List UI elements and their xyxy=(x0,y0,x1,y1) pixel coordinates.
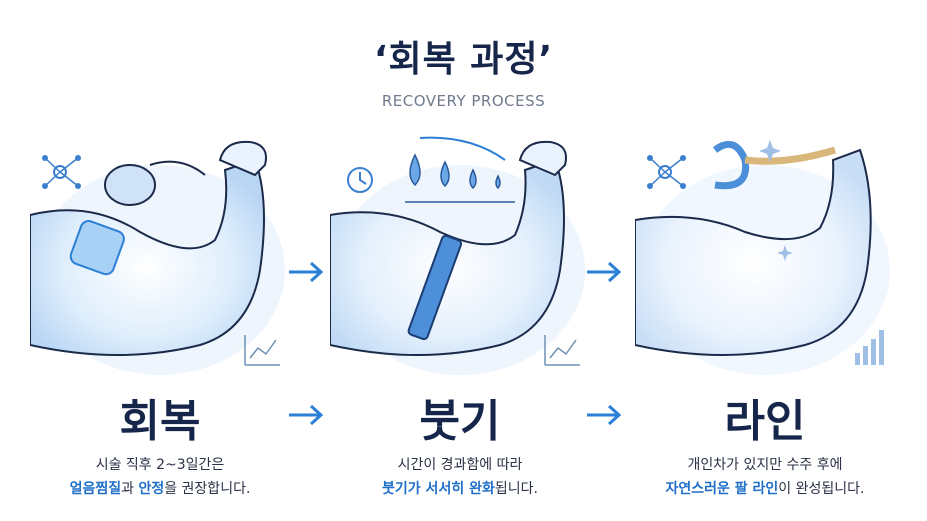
step-1-line1: 시술 직후 2~3일간은 xyxy=(95,457,225,473)
step-3-line1: 개인차가 있지만 수주 후에 xyxy=(687,457,843,473)
clock-icon xyxy=(347,167,373,193)
cold-gel-pad-icon xyxy=(69,220,125,276)
step-3-description: 개인차가 있지만 수주 후에 자연스러운 팔 라인이 완성됩니다. xyxy=(615,453,915,501)
step-3-highlight-1: 자연스러운 팔 라인 xyxy=(665,481,779,497)
arrow-right-icon xyxy=(587,261,622,283)
step-2-line1: 시간이 경과함에 따라 xyxy=(397,457,523,473)
step-1-description: 시술 직후 2~3일간은 얼음찜질과 안정을 권장합니다. xyxy=(10,453,310,501)
step-3-text-1: 이 완성됩니다. xyxy=(778,481,865,497)
network-icon xyxy=(42,155,81,189)
step-3-illustration xyxy=(635,120,895,380)
chart-icon xyxy=(544,335,580,366)
page-title: ‘회복 과정’ xyxy=(373,39,554,80)
bar-chart-icon xyxy=(855,330,884,365)
step-1-illustration xyxy=(30,120,290,380)
step-1-highlight-2: 안정 xyxy=(138,481,165,497)
step-2-illustration xyxy=(330,120,590,380)
network-icon xyxy=(647,155,686,189)
ice-pack-icon xyxy=(104,160,206,206)
water-drops-icon xyxy=(405,136,515,203)
step-2-description: 시간이 경과함에 따라 붓기가 서서히 완화됩니다. xyxy=(310,453,610,501)
arm-shape xyxy=(30,158,265,356)
arrow-right-icon xyxy=(587,404,622,426)
step-1-text-2: 을 권장합니다. xyxy=(164,481,251,497)
step-3-title: 라인 xyxy=(724,396,806,447)
page-subtitle: RECOVERY PROCESS xyxy=(381,92,546,110)
fist-shape xyxy=(218,140,267,177)
ribbon-icon xyxy=(712,140,837,190)
step-1-text-1: 과 xyxy=(121,481,139,497)
chart-icon xyxy=(244,335,280,366)
step-1-highlight-1: 얼음찜질 xyxy=(69,481,122,497)
arrow-right-icon xyxy=(289,261,324,283)
arrow-right-icon xyxy=(289,404,324,426)
step-2-highlight-1: 붓기가 서서히 완화 xyxy=(382,481,495,497)
measuring-tape-icon xyxy=(407,234,463,341)
step-2-text-1: 됩니다. xyxy=(494,481,538,497)
step-1-title: 회복 xyxy=(119,396,201,447)
sparkle-icon xyxy=(759,140,793,261)
step-2-title: 붓기 xyxy=(419,396,501,447)
step-2-line2: 붓기가 서서히 완화됩니다. xyxy=(310,477,610,501)
step-3-line2: 자연스러운 팔 라인이 완성됩니다. xyxy=(615,477,915,501)
step-1-line2: 얼음찜질과 안정을 권장합니다. xyxy=(10,477,310,501)
